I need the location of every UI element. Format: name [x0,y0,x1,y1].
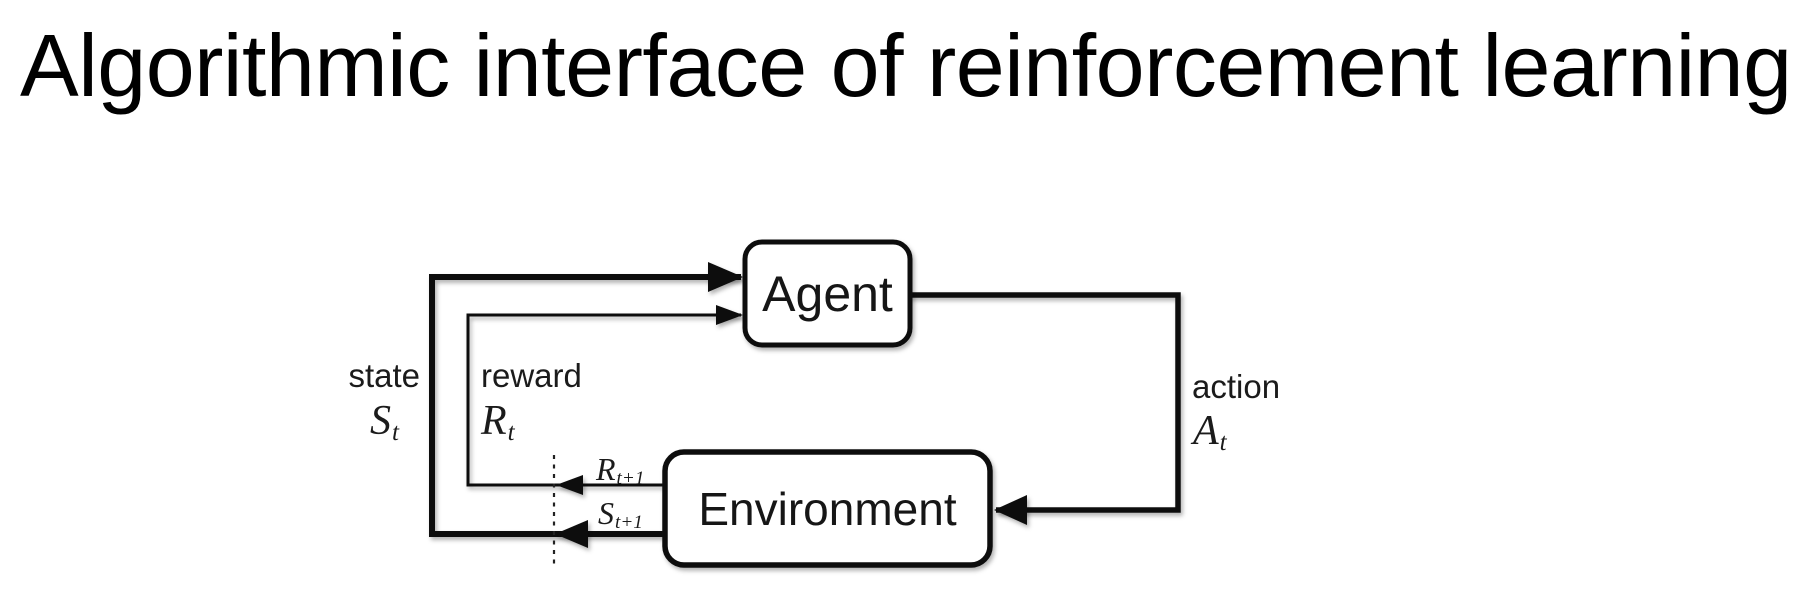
state-to-agent-arrowhead [708,262,743,292]
next-reward-symbol-letter: R [596,451,616,487]
action-label: action [1192,368,1281,405]
next-state-symbol-subscript: t+1 [615,512,643,534]
slide-title: Algorithmic interface of reinforcement l… [20,16,1792,115]
action-loop-line [908,292,1181,513]
state-symbol: St [370,398,399,445]
next-reward-symbol-subscript: t+1 [616,468,645,490]
environment-box [662,449,993,568]
next-state-symbol-letter: S [598,495,614,531]
action-to-environment-arrowhead [994,495,1027,525]
state-symbol-subscript: t [392,418,399,446]
reward-to-agent-arrowhead [716,305,743,325]
reward-label: reward [481,357,582,394]
action-symbol-letter: A [1193,408,1219,454]
reward-symbol-letter: R [481,398,507,444]
next-reward-symbol: Rt+1 [596,451,644,488]
next-state-symbol: St+1 [598,495,643,532]
next-state-arrowhead [555,520,588,548]
state-symbol-letter: S [370,398,391,444]
environment-box-label: Environment [698,482,957,535]
agent-box-label: Agent [762,265,893,322]
action-symbol: At [1193,408,1227,455]
state-label: state [348,357,420,394]
action-symbol-subscript: t [1219,428,1227,456]
reward-symbol-subscript: t [507,418,515,446]
state-loop-line [429,274,741,537]
next-reward-arrowhead [556,475,583,495]
agent-box [742,239,913,348]
reward-symbol: Rt [481,398,515,445]
